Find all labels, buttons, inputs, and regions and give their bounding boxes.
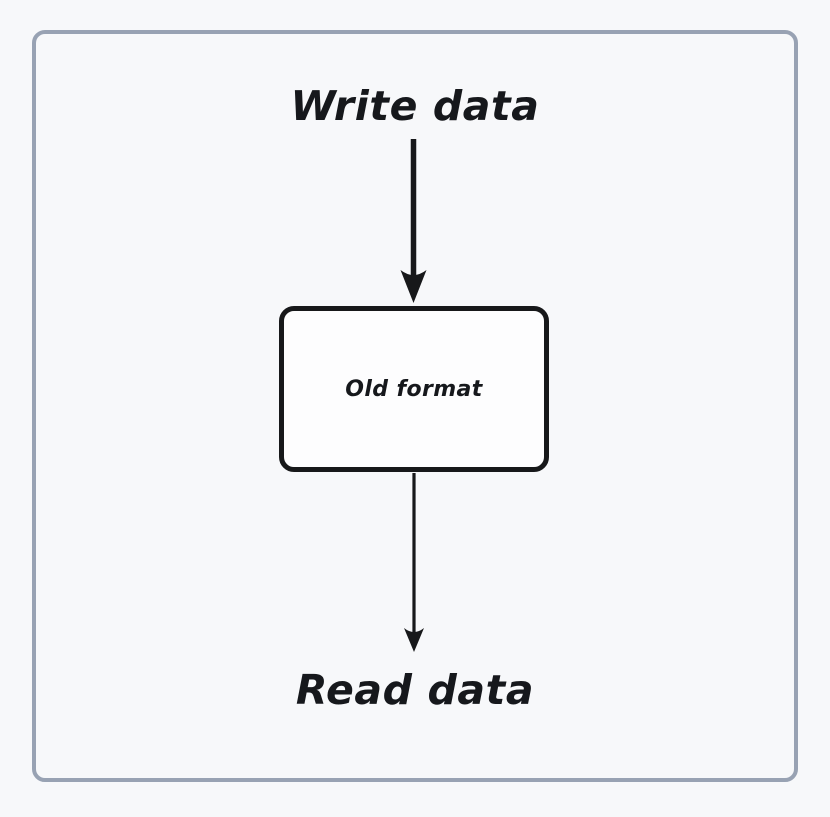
process-box-old-format: Old format	[279, 306, 549, 472]
label-write-data: Write data	[290, 82, 540, 130]
edge-old-format-to-read-arrow	[404, 473, 424, 652]
label-read-data: Read data	[295, 666, 535, 714]
diagram-frame	[32, 30, 798, 782]
process-box-label: Old format	[345, 376, 483, 402]
edge-write-to-old-format-arrow	[400, 139, 427, 303]
